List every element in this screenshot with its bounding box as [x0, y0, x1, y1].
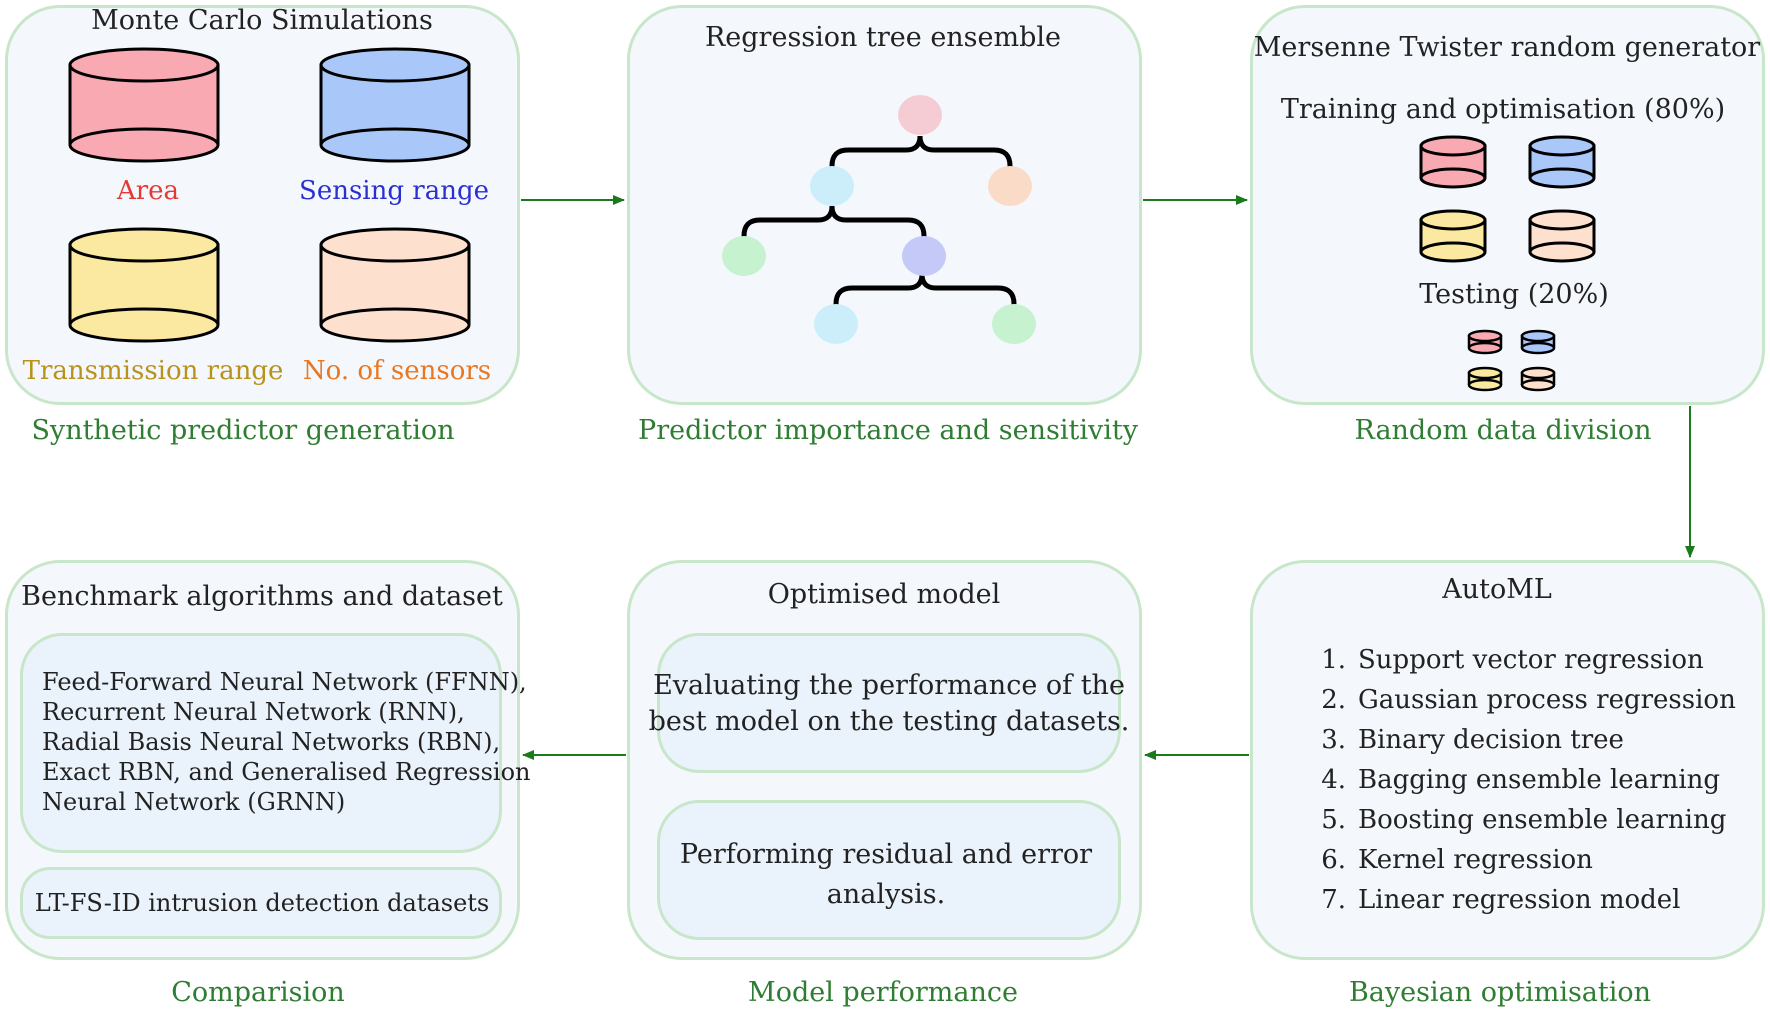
transmission-range-cylinder-icon: [68, 227, 220, 343]
benchmark-title: Benchmark algorithms and dataset: [21, 581, 503, 612]
residual-box: [657, 800, 1121, 940]
no-of-sensors-cylinder-icon: [319, 227, 471, 343]
benchmark-algorithms-box: [20, 633, 502, 853]
dataset-label-transmission-range: Transmission range: [22, 356, 284, 386]
testing-cylinders-icon: [1467, 329, 1556, 392]
stage-random-division-panel: [1250, 5, 1765, 405]
algorithm-line: Neural Network (GRNN): [42, 788, 346, 816]
benchmark-dataset-label: LT-FS-ID intrusion detection datasets: [34, 889, 490, 917]
flow-arrows: [521, 195, 1695, 760]
list-item: 4.Bagging ensemble learning: [1321, 765, 1721, 795]
algorithm-line: Radial Basis Neural Networks (RBN),: [42, 728, 501, 756]
evaluate-text-line1: Evaluating the performance of the: [653, 670, 1125, 701]
regression-tree-title: Regression tree ensemble: [704, 22, 1062, 53]
testing-label: Testing (20%): [1419, 279, 1609, 310]
tree-root-node: [898, 95, 942, 135]
list-item: 1.Support vector regression: [1321, 645, 1704, 675]
list-item: 3.Binary decision tree: [1321, 725, 1624, 755]
list-item: 6.Kernel regression: [1321, 845, 1593, 875]
automl-title: AutoML: [1442, 574, 1552, 605]
algorithm-line: Exact RBN, and Generalised Regression: [42, 758, 531, 786]
automl-model-list: 1.Support vector regression 2.Gaussian p…: [1310, 640, 1736, 920]
optimised-model-title: Optimised model: [767, 579, 1001, 610]
tree-leaf-node: [988, 166, 1032, 206]
caption-bayesian-optimisation: Bayesian optimisation: [1348, 977, 1652, 1008]
caption-comparision: Comparision: [171, 977, 345, 1008]
benchmark-dataset-box: [20, 867, 502, 939]
caption-synthetic-predictor-generation: Synthetic predictor generation: [31, 415, 455, 446]
tree-node: [902, 236, 946, 276]
stage-regression-tree-panel: [627, 5, 1142, 405]
mersenne-twister-title: Mersenne Twister random generator: [1253, 32, 1761, 63]
residual-text-line1: Performing residual and error: [679, 839, 1093, 870]
dataset-label-no-of-sensors: No. of sensors: [302, 356, 492, 386]
algorithm-line: Recurrent Neural Network (RNN),: [42, 698, 465, 726]
tree-leaf-node: [992, 304, 1036, 344]
area-cylinder-icon: [68, 47, 220, 163]
tree-leaf-node: [722, 236, 766, 276]
benchmark-algorithms-text: Feed-Forward Neural Network (FFNN), Recu…: [42, 667, 530, 817]
tree-node: [810, 166, 854, 206]
training-label: Training and optimisation (80%): [1280, 94, 1726, 125]
sensing-range-cylinder-icon: [319, 47, 471, 163]
tree-leaf-node: [814, 304, 858, 344]
caption-model-performance: Model performance: [748, 977, 1018, 1008]
caption-predictor-importance: Predictor importance and sensitivity: [638, 415, 1138, 446]
stage-automl-panel: [1250, 560, 1765, 960]
dataset-label-area: Area: [116, 176, 180, 206]
monte-carlo-title: Monte Carlo Simulations: [91, 5, 433, 36]
residual-text-line2: analysis.: [826, 879, 946, 910]
caption-random-data-division: Random data division: [1354, 415, 1652, 446]
list-item: 5.Boosting ensemble learning: [1321, 805, 1727, 835]
training-cylinders-icon: [1419, 135, 1596, 263]
algorithm-line: Feed-Forward Neural Network (FFNN),: [42, 668, 527, 696]
regression-tree-icon: [722, 95, 1036, 344]
evaluate-text-line2: best model on the testing datasets.: [648, 706, 1130, 737]
list-item: 7.Linear regression model: [1321, 885, 1681, 915]
dataset-label-sensing-range: Sensing range: [299, 176, 489, 206]
evaluate-box: [657, 633, 1121, 773]
list-item: 2.Gaussian process regression: [1321, 685, 1736, 715]
